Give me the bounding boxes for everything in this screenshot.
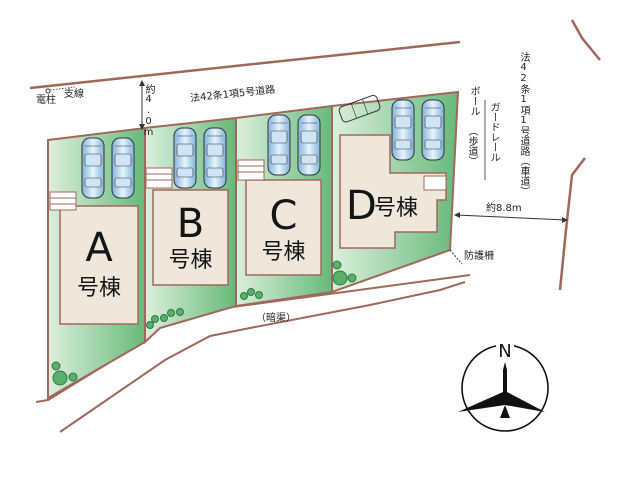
bollard-label: ボール	[468, 86, 479, 116]
north-road-edge	[29, 40, 461, 90]
east-road-width: 約8.8m	[486, 203, 522, 214]
compass-icon	[458, 342, 549, 432]
sidewalk-label: （歩道）	[466, 126, 477, 166]
east-road-label: 法42条1項1号道路（車道）	[518, 52, 529, 196]
lot-b-letter: B	[176, 201, 205, 247]
lot-a-letter: A	[85, 225, 113, 271]
lot-d-suffix: 号棟	[374, 196, 419, 221]
lot-c-suffix: 号棟	[261, 240, 306, 265]
utility-pole-label: 電柱	[36, 95, 56, 106]
stay-wire-label: 支線	[64, 89, 84, 100]
lot-d-letter: D	[346, 183, 377, 229]
lot-a-suffix: 号棟	[76, 276, 121, 301]
fence-label: 防護柵	[464, 251, 494, 262]
guardrail-label: ガードレール	[488, 102, 499, 162]
lot-b-suffix: 号棟	[168, 248, 213, 273]
compass-north-label: N	[498, 341, 512, 362]
lot-c-letter: C	[269, 193, 298, 239]
ditch-label: （暗渠）	[256, 313, 296, 324]
north-road-width: 約4.0m	[143, 84, 154, 138]
